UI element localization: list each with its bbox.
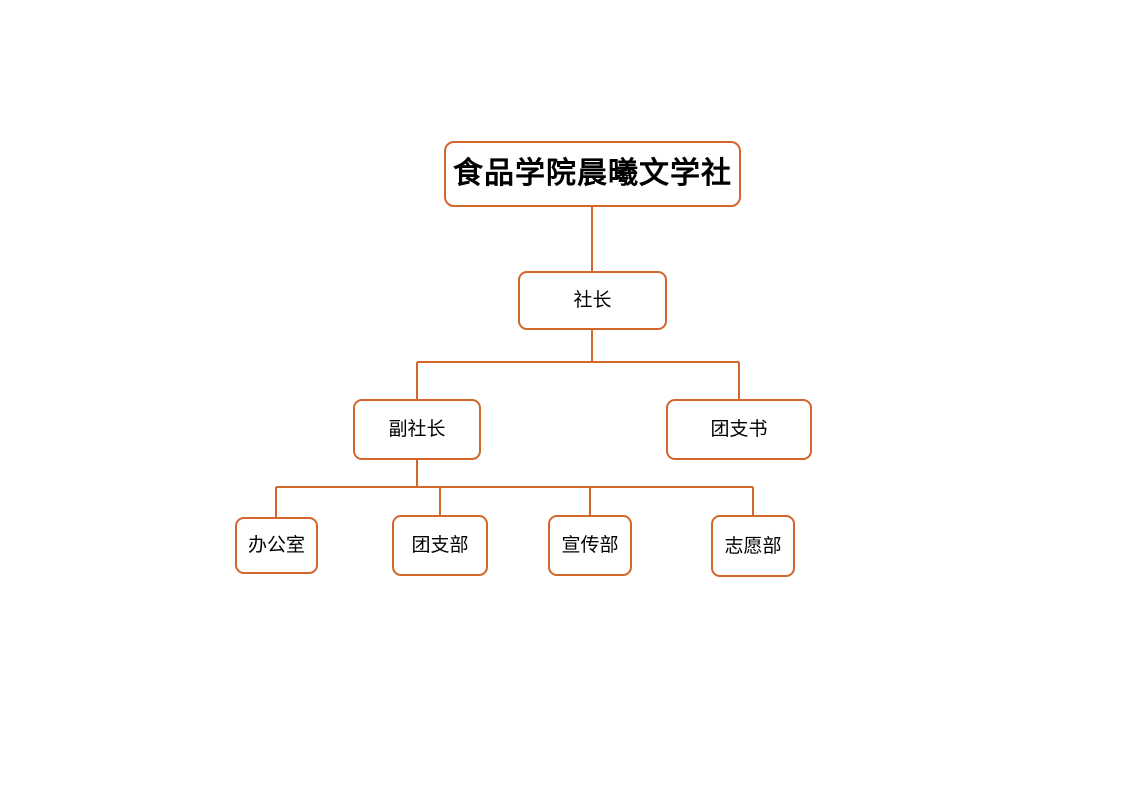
node-label: 社长	[573, 290, 612, 311]
node-office-department[interactable]: 办公室	[235, 517, 318, 574]
node-president[interactable]: 社长	[518, 271, 667, 330]
node-volunteer-department[interactable]: 志愿部	[711, 515, 795, 577]
node-publicity-department[interactable]: 宣传部	[548, 515, 632, 576]
node-label: 食品学院晨曦文学社	[453, 157, 732, 190]
node-label: 团支部	[411, 535, 469, 556]
node-root-organization[interactable]: 食品学院晨曦文学社	[444, 141, 741, 207]
node-vice-president[interactable]: 副社长	[353, 399, 481, 460]
node-label: 副社长	[388, 419, 446, 440]
node-label: 办公室	[247, 535, 305, 556]
node-label: 团支书	[710, 419, 768, 440]
node-league-branch-department[interactable]: 团支部	[392, 515, 488, 576]
node-label: 志愿部	[724, 535, 782, 557]
node-league-secretary[interactable]: 团支书	[666, 399, 812, 460]
node-label: 宣传部	[561, 535, 619, 556]
